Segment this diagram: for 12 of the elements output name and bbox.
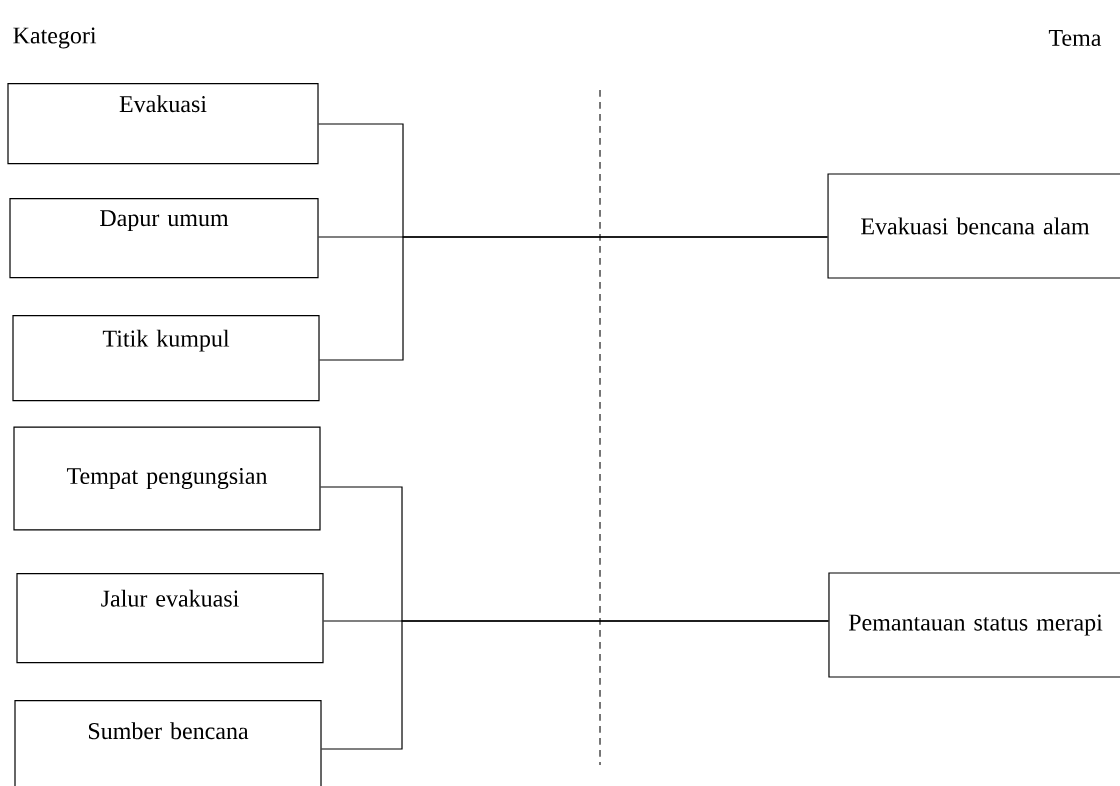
category-box: Evakuasi bencana alam: [827, 173, 1120, 279]
category-box: Dapur umum: [9, 198, 319, 279]
category-box: Sumber bencana: [14, 700, 322, 786]
column-heading: Kategori: [13, 27, 97, 49]
connector-line: [319, 236, 828, 361]
category-box: Pemantauan status merapi: [828, 572, 1120, 678]
category-box: Evakuasi: [7, 83, 319, 165]
category-box: Titik kumpul: [12, 315, 320, 402]
connector-line: [321, 620, 829, 750]
category-box: Jalur evakuasi: [16, 573, 324, 664]
category-box: Tempat pengungsian: [13, 426, 321, 531]
column-heading: Tema: [1048, 30, 1102, 46]
